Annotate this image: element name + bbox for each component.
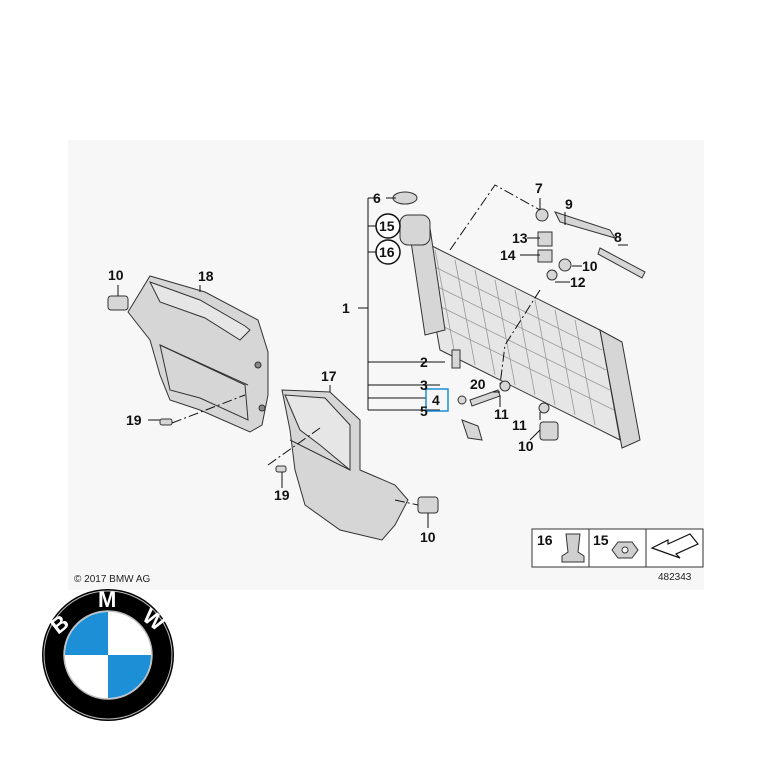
callout-10-bottom: 10 bbox=[420, 529, 436, 545]
callout-16: 16 bbox=[379, 244, 395, 260]
callout-20: 20 bbox=[470, 376, 486, 392]
callout-18: 18 bbox=[198, 268, 214, 284]
legend-arrow-icon bbox=[650, 533, 699, 559]
diagram-number: 482343 bbox=[658, 572, 692, 583]
callout-11-lower: 11 bbox=[512, 417, 527, 433]
callout-6: 6 bbox=[373, 190, 381, 206]
bmw-logo: B M W bbox=[42, 587, 174, 721]
hardware-parts bbox=[107, 208, 646, 514]
callout-2: 2 bbox=[420, 354, 428, 370]
left-shroud-part bbox=[127, 275, 269, 433]
callout-13: 13 bbox=[512, 230, 528, 246]
callout-10-top-right: 10 bbox=[582, 258, 598, 274]
highlight-box-4 bbox=[425, 388, 449, 412]
logo-letter-m: M bbox=[98, 587, 116, 612]
circle-15 bbox=[375, 213, 401, 239]
callout-19-lower: 19 bbox=[274, 487, 290, 503]
callout-10-left: 10 bbox=[108, 267, 124, 283]
copyright: © 2017 BMW AG bbox=[74, 574, 151, 585]
callout-8: 8 bbox=[614, 229, 622, 245]
callout-7: 7 bbox=[535, 180, 543, 196]
callout-4: 4 bbox=[432, 392, 440, 408]
callout-15: 15 bbox=[379, 218, 395, 234]
callout-19-left: 19 bbox=[126, 412, 142, 428]
callout-9: 9 bbox=[565, 196, 573, 212]
callout-5: 5 bbox=[420, 403, 428, 419]
right-shroud-part bbox=[281, 389, 409, 541]
radiator-part bbox=[392, 191, 641, 449]
legend-box: 16 15 bbox=[531, 528, 704, 568]
legend-rivet-icon bbox=[561, 533, 585, 563]
legend-label-16: 16 bbox=[537, 532, 553, 548]
legend-label-15: 15 bbox=[593, 532, 609, 548]
callout-11-upper: 11 bbox=[494, 406, 509, 422]
callout-3: 3 bbox=[420, 377, 428, 393]
callout-1: 1 bbox=[342, 300, 350, 316]
callout-17: 17 bbox=[321, 368, 337, 384]
callout-14: 14 bbox=[500, 247, 516, 263]
callout-10-bottom-right: 10 bbox=[518, 438, 534, 454]
callout-12: 12 bbox=[570, 274, 586, 290]
circle-16 bbox=[375, 239, 401, 265]
leader-lines bbox=[117, 184, 628, 528]
